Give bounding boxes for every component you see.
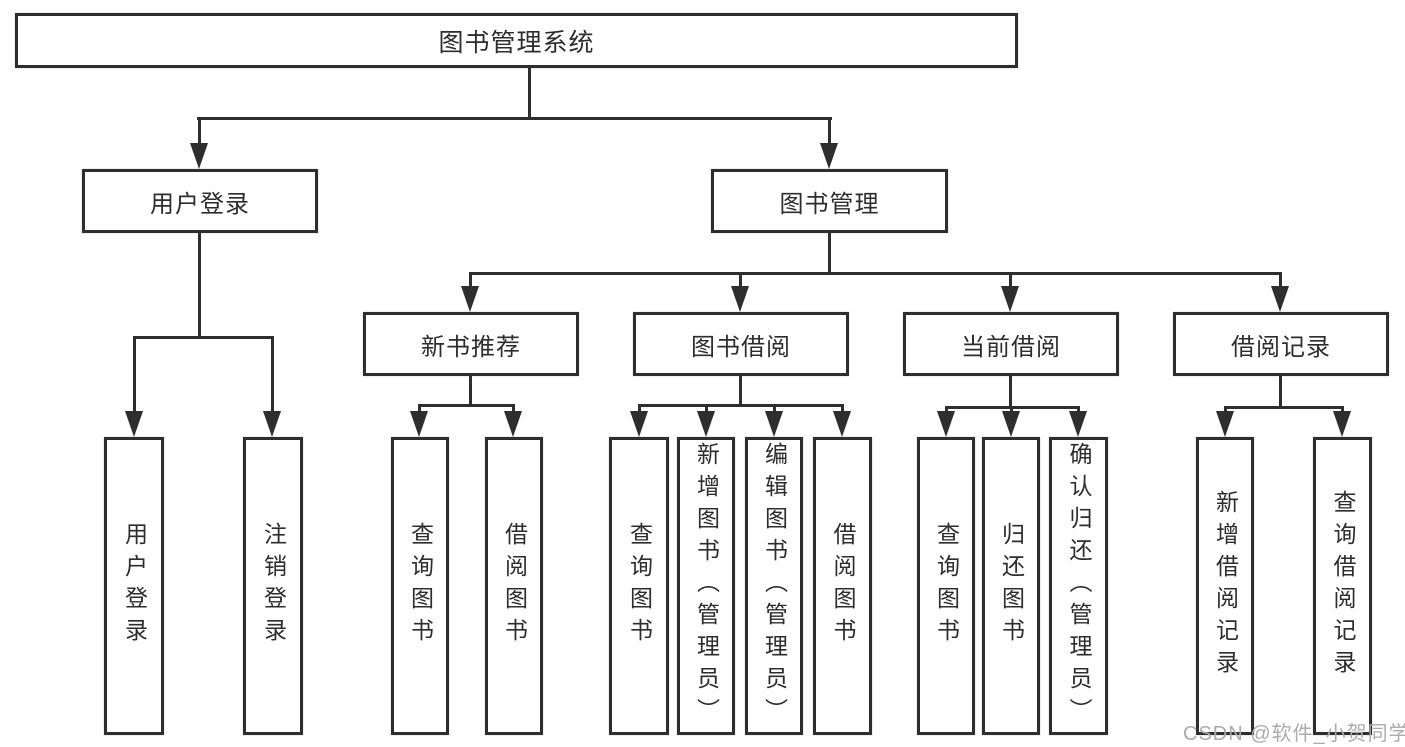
connector-line (469, 272, 1282, 275)
connector-line (828, 233, 831, 275)
arrowhead-down-icon (461, 286, 479, 312)
leaf-label: 编辑图书（管理员） (761, 442, 788, 730)
connector-line (198, 233, 201, 339)
arrowhead-down-icon (1216, 411, 1234, 437)
node-current-borrowing: 当前借阅 (903, 312, 1119, 376)
leaf-label: 归还图书 (998, 522, 1025, 650)
connector-line (638, 404, 641, 416)
connector-line (773, 404, 776, 416)
leaf-label: 借阅图书 (830, 522, 856, 650)
arrowhead-down-icon (833, 411, 851, 437)
leaf-borrow-borrow-books: 借阅图书 (813, 437, 872, 735)
connector-line (1009, 376, 1012, 409)
arrowhead-down-icon (504, 411, 522, 437)
csdn-watermark: CSDN @软件_小贺同学 (1183, 723, 1405, 745)
arrowhead-down-icon (1001, 286, 1019, 312)
arrowhead-down-icon (765, 411, 783, 437)
connector-line (469, 272, 472, 290)
connector-line (197, 117, 832, 120)
leaf-label: 注销登录 (260, 522, 287, 650)
leaf-label: 新增借阅记录 (1212, 490, 1239, 682)
leaf-recommend-borrow-books: 借阅图书 (485, 437, 543, 735)
connector-line (418, 404, 421, 416)
leaf-records-query-borrow-record: 查询借阅记录 (1313, 437, 1372, 735)
node-book-borrowing: 图书借阅 (633, 312, 849, 376)
connector-line (198, 118, 201, 145)
arrowhead-down-icon (697, 411, 715, 437)
node-new-book-recommendation: 新书推荐 (363, 312, 579, 376)
leaf-current-return-books: 归还图书 (982, 437, 1040, 735)
connector-line (841, 404, 844, 416)
connector-line (1224, 406, 1343, 409)
node-book-management: 图书管理 (711, 169, 948, 233)
connector-line (418, 404, 515, 407)
leaf-label: 确认归还（管理员） (1066, 442, 1092, 730)
arrowhead-down-icon (1002, 411, 1020, 437)
leaf-user-login: 用户登录 (104, 437, 164, 735)
connector-line (133, 336, 136, 416)
connector-line (512, 404, 515, 416)
arrowhead-down-icon (125, 411, 143, 437)
arrowhead-down-icon (630, 411, 648, 437)
leaf-borrow-edit-books-admin: 编辑图书（管理员） (745, 437, 803, 735)
arrowhead-down-icon (1069, 411, 1087, 437)
leaf-label: 查询借阅记录 (1330, 490, 1356, 682)
node-library-management-system: 图书管理系统 (15, 13, 1018, 68)
leaf-label: 用户登录 (121, 522, 148, 650)
arrowhead-down-icon (731, 286, 749, 312)
connector-line (1009, 272, 1012, 290)
arrowhead-down-icon (190, 143, 208, 169)
leaf-recommend-query-books: 查询图书 (391, 437, 449, 735)
connector-line (705, 404, 708, 416)
leaf-label: 查询图书 (407, 522, 434, 650)
arrowhead-down-icon (937, 411, 955, 437)
arrowhead-down-icon (1271, 286, 1289, 312)
connector-line (739, 272, 742, 290)
connector-line (133, 336, 274, 339)
connector-line (638, 404, 843, 407)
arrowhead-down-icon (263, 411, 281, 437)
node-user-login: 用户登录 (82, 169, 318, 233)
leaf-label: 新增图书（管理员） (693, 442, 720, 730)
connector-line (1279, 376, 1282, 409)
leaf-current-confirm-return-admin: 确认归还（管理员） (1049, 437, 1108, 735)
connector-line (828, 118, 831, 145)
leaf-records-add-borrow-record: 新增借阅记录 (1196, 437, 1254, 735)
connector-line (739, 376, 742, 407)
arrowhead-down-icon (1333, 411, 1351, 437)
leaf-logout-login: 注销登录 (243, 437, 303, 735)
arrowhead-down-icon (410, 411, 428, 437)
leaf-current-query-books: 查询图书 (917, 437, 975, 735)
connector-line (1279, 272, 1282, 290)
leaf-label: 查询图书 (933, 522, 960, 650)
leaf-borrow-add-books-admin: 新增图书（管理员） (677, 437, 735, 735)
node-borrowing-records: 借阅记录 (1173, 312, 1389, 376)
connector-line (528, 68, 531, 120)
connector-line (469, 376, 472, 407)
leaf-label: 借阅图书 (501, 522, 528, 650)
leaf-borrow-query-books: 查询图书 (609, 437, 669, 735)
arrowhead-down-icon (820, 143, 838, 169)
leaf-label: 查询图书 (626, 522, 653, 650)
connector-line (271, 336, 274, 416)
